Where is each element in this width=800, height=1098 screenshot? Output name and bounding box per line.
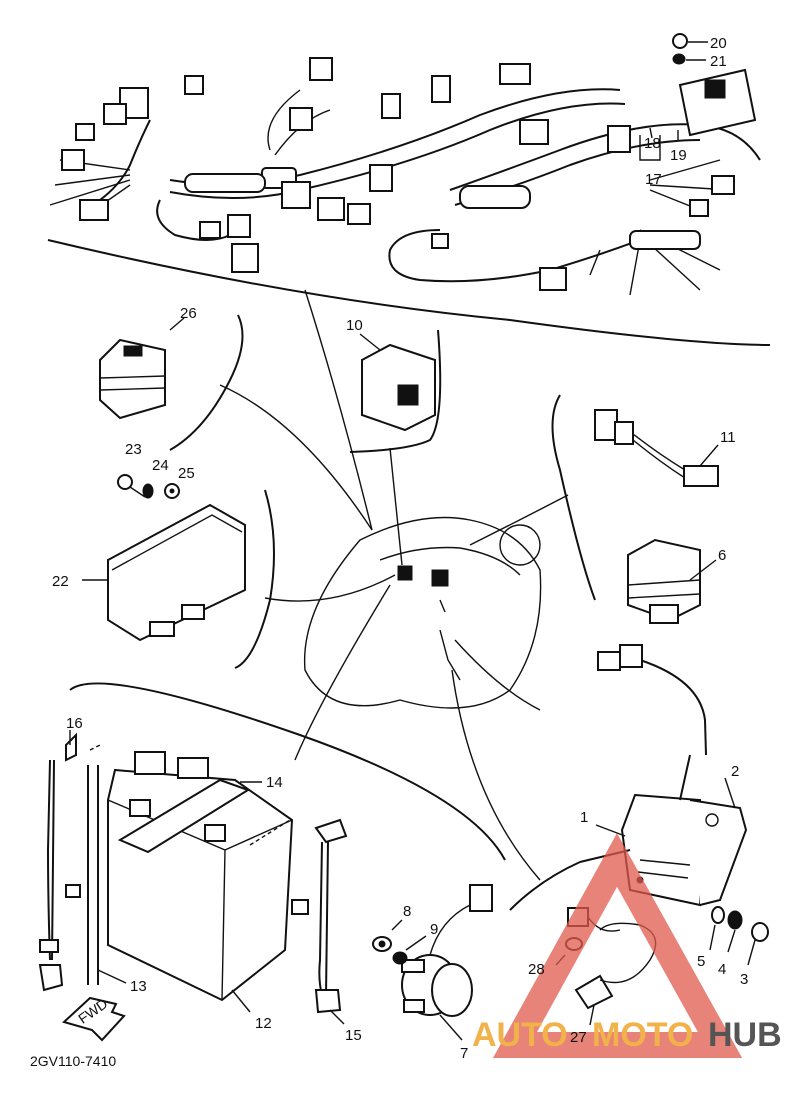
battery-lead-16	[38, 730, 81, 992]
watermark-auto: AUTO	[472, 1016, 568, 1054]
leader-22	[264, 574, 396, 602]
washer-21	[672, 53, 706, 65]
nut-25	[164, 483, 180, 499]
label-7: 7	[460, 1045, 468, 1062]
leader-11	[469, 494, 569, 546]
leader-10	[389, 447, 403, 566]
label-13: 13	[130, 978, 147, 995]
label-22: 22	[52, 573, 69, 590]
label-11: 11	[720, 429, 736, 446]
label-16: 16	[66, 715, 83, 732]
label-17: 17	[645, 171, 662, 188]
watermark-hub: HUB	[708, 1016, 782, 1054]
label-25: 25	[178, 465, 195, 482]
wire-lead-11	[594, 409, 719, 487]
leader-17-18-19	[639, 127, 679, 161]
label-26: 26	[180, 305, 197, 322]
bracket-22	[234, 489, 275, 669]
battery-lead-15	[291, 818, 348, 1025]
washer-9	[392, 935, 427, 965]
nut-8	[372, 919, 403, 952]
bolt-20	[672, 33, 708, 49]
leader-26	[219, 384, 373, 531]
cdi-unit-22	[82, 503, 246, 642]
bracket-26	[169, 314, 244, 451]
label-15: 15	[345, 1027, 362, 1044]
starter-relay-7	[401, 884, 493, 1041]
label-4: 4	[718, 961, 726, 978]
washer-5	[709, 906, 725, 951]
watermark-moto: MOTO	[592, 1016, 693, 1054]
label-10: 10	[346, 317, 363, 334]
label-21: 21	[710, 53, 727, 70]
wire-harness	[47, 57, 771, 346]
label-6: 6	[718, 547, 726, 564]
watermark-logo: AUTO MOTO HUB	[472, 833, 782, 1058]
dash-12	[249, 819, 291, 846]
bolt-3	[747, 922, 769, 966]
bracket-battery	[69, 682, 506, 861]
label-8: 8	[403, 903, 411, 920]
label-18: 18	[644, 135, 661, 152]
label-1: 1	[580, 809, 588, 826]
leader-rectifier	[451, 669, 541, 881]
label-3: 3	[740, 971, 748, 988]
battery-12	[107, 751, 294, 1013]
label-28: 28	[528, 961, 545, 978]
bracket-2	[689, 777, 748, 906]
relay-10	[359, 333, 436, 432]
label-12: 12	[255, 1015, 272, 1032]
label-9: 9	[430, 921, 438, 938]
nut-4	[727, 910, 743, 953]
fwd-arrow: FWD	[62, 995, 126, 1042]
watermark-triangle	[492, 833, 743, 1058]
label-19: 19	[670, 147, 687, 164]
leader-battery	[294, 584, 391, 761]
relay-26	[99, 317, 185, 420]
label-27: 27	[570, 1029, 587, 1046]
washer-24	[142, 483, 154, 499]
bolt-23	[117, 474, 146, 498]
relay-6	[627, 538, 717, 624]
label-5: 5	[697, 953, 705, 970]
drawing-code: 2GV110-7410	[30, 1053, 116, 1069]
breather-hose-13	[87, 765, 127, 985]
frame-outline	[303, 516, 542, 709]
dash-13	[89, 744, 101, 751]
label-20: 20	[710, 35, 727, 52]
label-24: 24	[152, 457, 169, 474]
leader-6	[454, 639, 541, 711]
label-2: 2	[731, 763, 739, 780]
bracket-10	[349, 329, 442, 453]
bracket-11	[551, 394, 596, 601]
part-labels: 1 2 3 4 5 6 7 8 9 10 11 12 13 14 15 16 1…	[52, 35, 748, 1062]
label-23: 23	[125, 441, 142, 458]
label-14: 14	[266, 774, 283, 791]
leader-harness	[304, 289, 373, 531]
